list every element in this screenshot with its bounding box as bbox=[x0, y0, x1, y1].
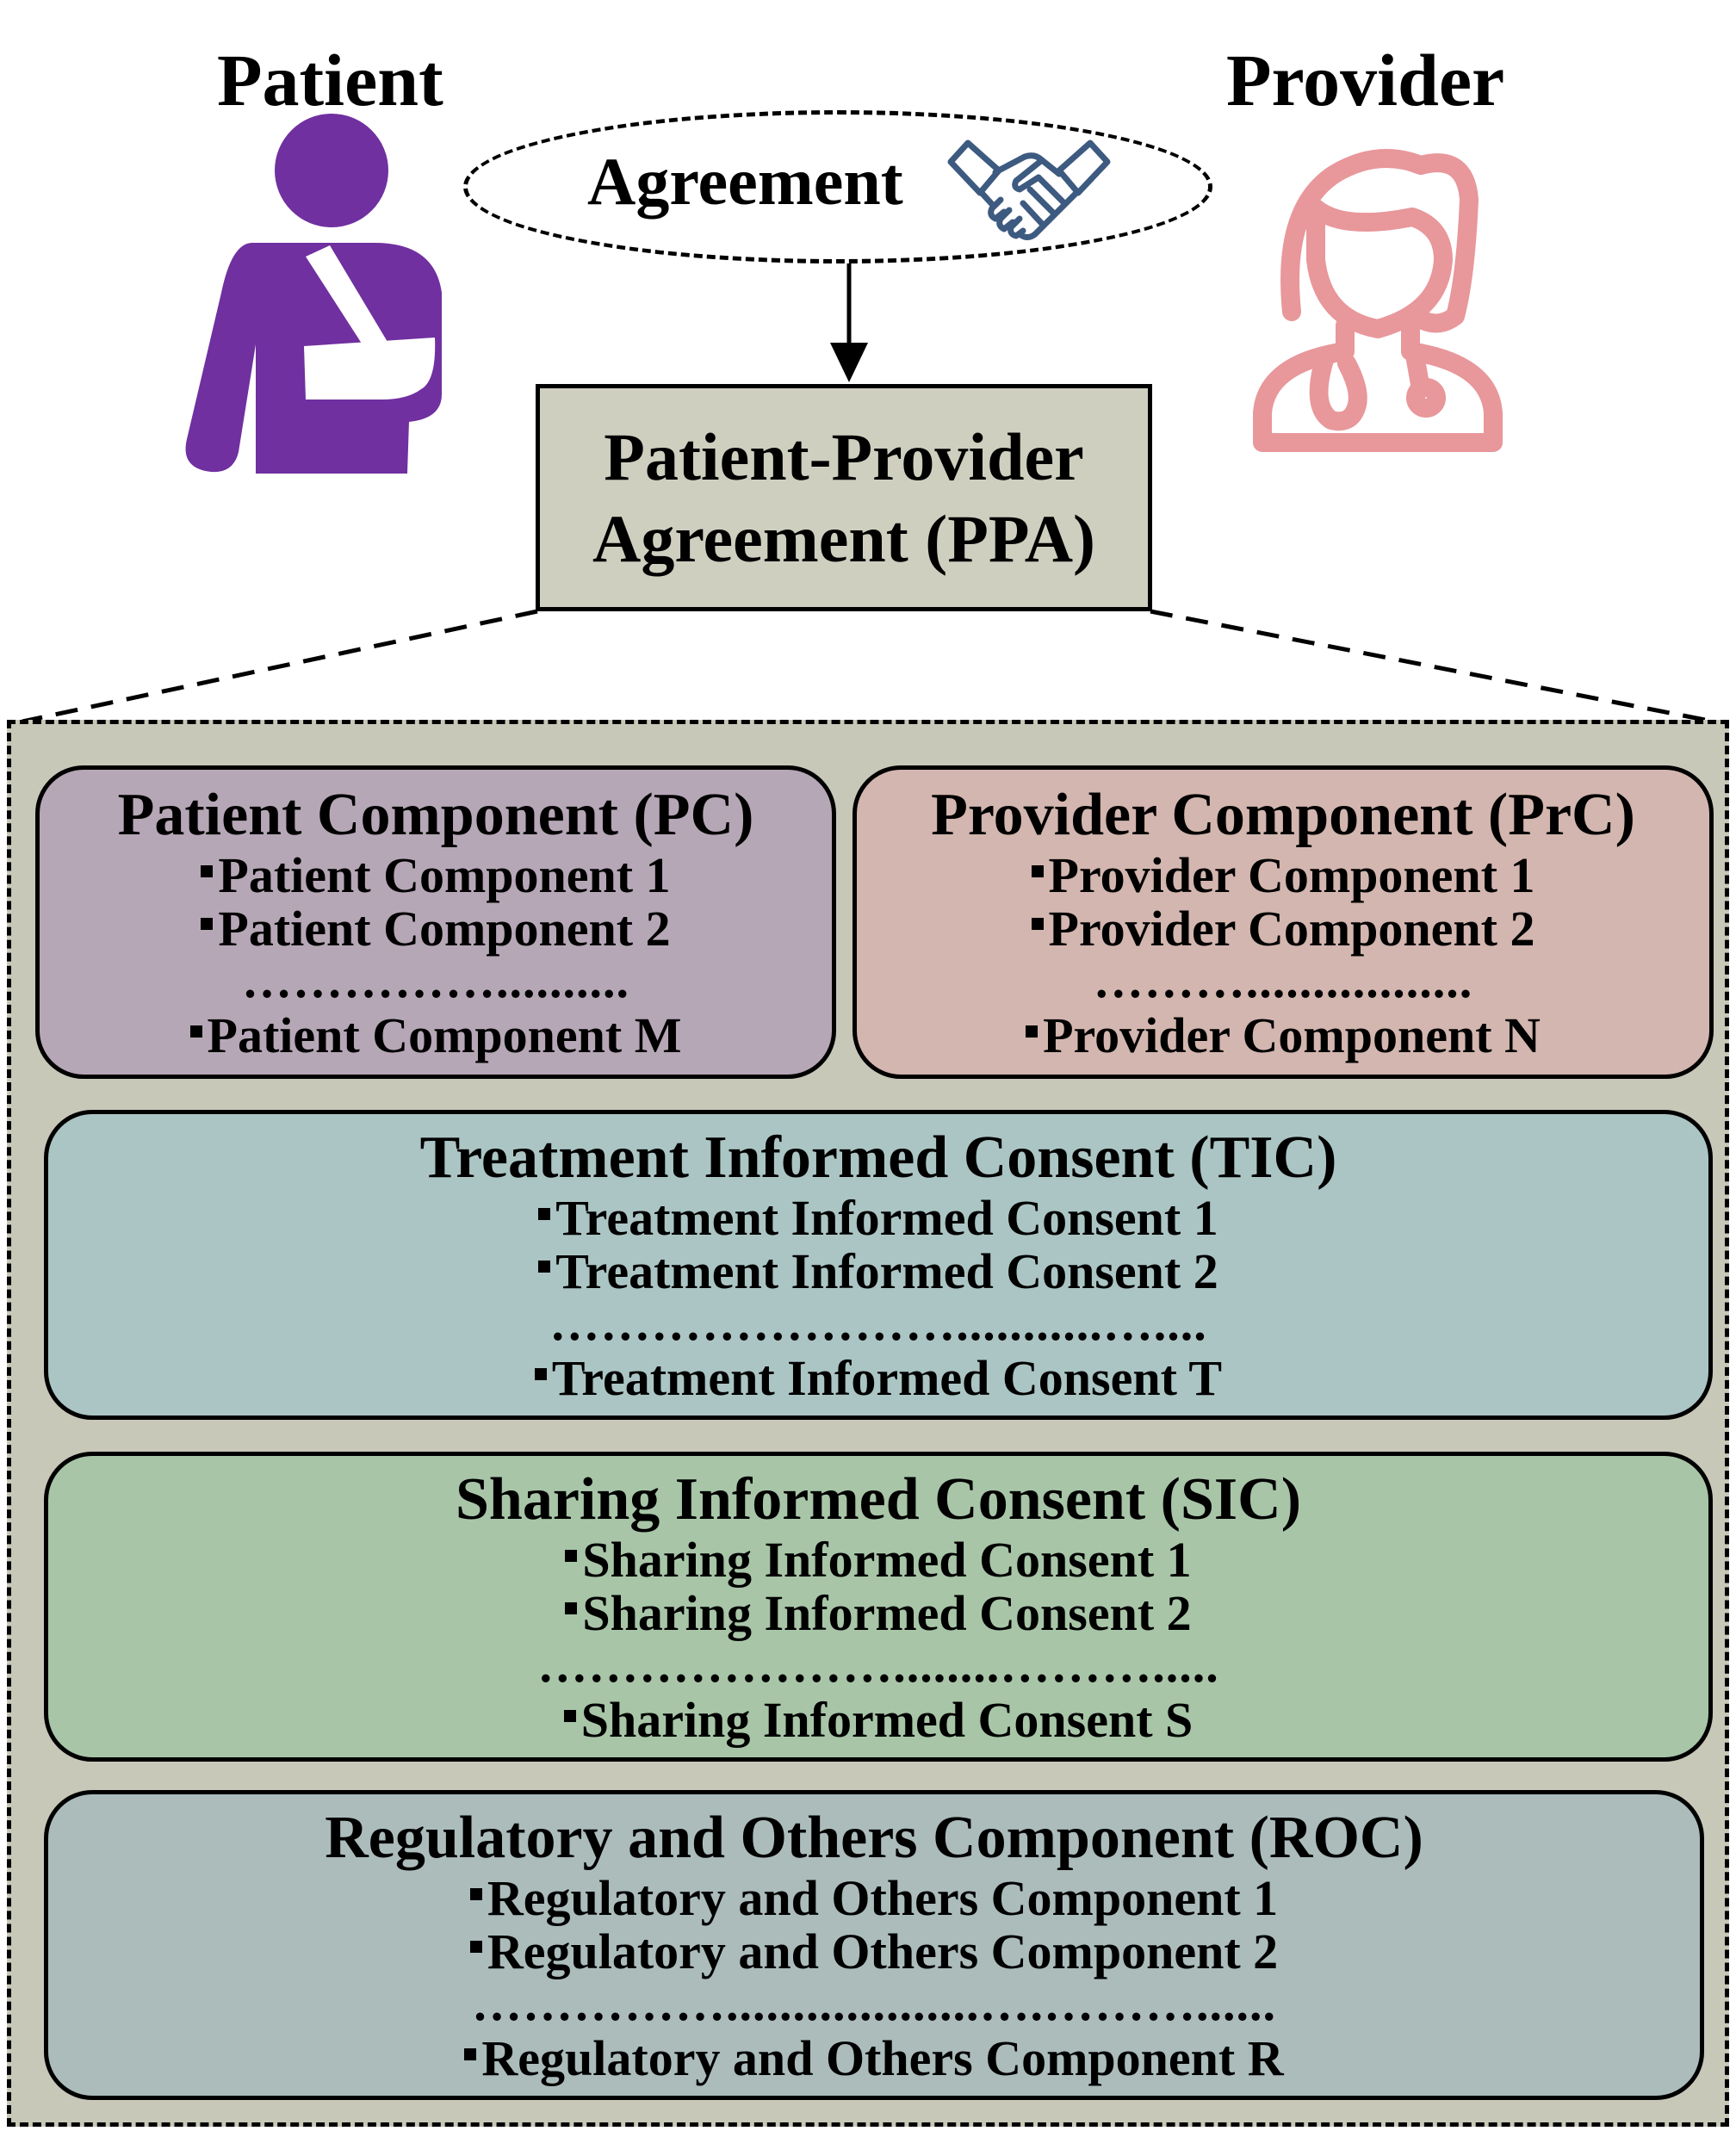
pc-ellipsis: …………….......... bbox=[242, 952, 629, 1009]
roc-title: Regulatory and Others Component (ROC) bbox=[325, 1805, 1423, 1872]
pc-item: Patient Component 2 bbox=[201, 901, 670, 955]
sic-item-last: Sharing Informed Consent S bbox=[564, 1694, 1194, 1747]
pc-title: Patient Component (PC) bbox=[117, 782, 754, 849]
provider-component-box: Provider Component (PrC) Provider Compon… bbox=[852, 765, 1714, 1079]
agreement-oval bbox=[463, 110, 1212, 263]
sic-title: Sharing Informed Consent (SIC) bbox=[455, 1466, 1302, 1533]
roc-item-last: Regulatory and Others Component R bbox=[464, 2032, 1283, 2085]
tic-item: Treatment Informed Consent 2 bbox=[538, 1244, 1218, 1298]
tic-title: Treatment Informed Consent (TIC) bbox=[419, 1124, 1337, 1192]
sharing-consent-box: Sharing Informed Consent (SIC) Sharing I… bbox=[44, 1452, 1713, 1762]
roc-ellipsis: ……………...................….………...... bbox=[472, 1975, 1276, 2032]
ppa-box: Patient-Provider Agreement (PPA) bbox=[536, 384, 1152, 611]
ppa-title-line2: Agreement (PPA) bbox=[592, 501, 1095, 576]
prc-item-last: Provider Component N bbox=[1026, 1009, 1541, 1062]
regulatory-component-box: Regulatory and Others Component (ROC) Re… bbox=[44, 1790, 1704, 2100]
patient-label: Patient bbox=[217, 39, 443, 121]
patient-component-box: Patient Component (PC) Patient Component… bbox=[35, 765, 836, 1079]
tic-ellipsis: ……………………...........….... bbox=[549, 1295, 1207, 1352]
zoom-line-right bbox=[1150, 609, 1714, 724]
provider-label: Provider bbox=[1226, 39, 1505, 121]
provider-icon bbox=[1253, 149, 1503, 452]
prc-item: Provider Component 2 bbox=[1032, 901, 1535, 955]
patient-icon bbox=[185, 114, 442, 474]
agreement-label: Agreement bbox=[587, 144, 903, 219]
tic-item-last: Treatment Informed Consent T bbox=[535, 1352, 1222, 1405]
prc-title: Provider Component (PrC) bbox=[931, 782, 1635, 849]
zoom-line-left bbox=[22, 609, 538, 724]
roc-item: Regulatory and Others Component 2 bbox=[470, 1924, 1278, 1978]
tic-item: Treatment Informed Consent 1 bbox=[538, 1192, 1218, 1245]
treatment-consent-box: Treatment Informed Consent (TIC) Treatme… bbox=[44, 1110, 1713, 1420]
ppa-title-line1: Patient-Provider bbox=[604, 418, 1084, 494]
sic-ellipsis: …………………........………..... bbox=[537, 1637, 1219, 1694]
pc-item: Patient Component 1 bbox=[201, 849, 670, 902]
sic-item: Sharing Informed Consent 1 bbox=[565, 1533, 1191, 1587]
prc-item: Provider Component 1 bbox=[1032, 849, 1535, 902]
pc-item-last: Patient Component M bbox=[190, 1009, 682, 1062]
ppa-detail-container: Patient Component (PC) Patient Component… bbox=[7, 720, 1729, 2127]
handshake-icon bbox=[947, 139, 1111, 240]
sic-item: Sharing Informed Consent 2 bbox=[565, 1586, 1191, 1639]
prc-ellipsis: ………................. bbox=[1093, 952, 1473, 1009]
agreement-arrow-head bbox=[830, 343, 868, 382]
roc-item: Regulatory and Others Component 1 bbox=[470, 1872, 1278, 1925]
